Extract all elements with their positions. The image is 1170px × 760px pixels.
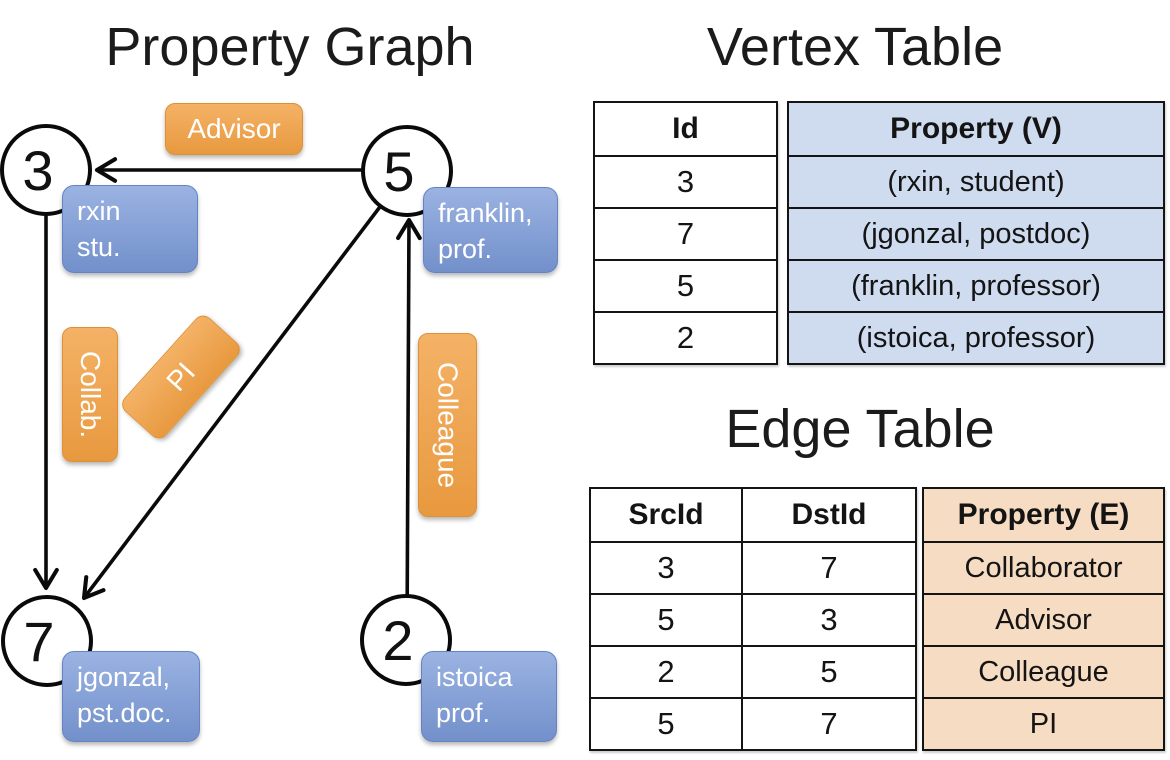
node-id-2: 2 (382, 608, 414, 672)
vertex-prop-box-5: franklin, prof. (423, 187, 558, 273)
vertex-table-property-header: Property (V) (890, 112, 1062, 145)
edge-label-advisor-text: Advisor (187, 113, 281, 144)
vertex-table-property-cell: (franklin, professor) (789, 259, 1163, 311)
vertex-prop-box-2: istoica prof. (421, 651, 557, 742)
edge-table-property-cell: Colleague (924, 645, 1163, 697)
vertex-prop-box-7: jgonzal, pst.doc. (62, 651, 200, 742)
vertex-prop-5-line2: prof. (438, 233, 493, 264)
vertex-prop-3-line1: rxin (77, 196, 121, 226)
edge-table-dstid-cell: 3 (743, 593, 915, 645)
edge-table-column-divider (741, 489, 743, 749)
vertex-table-property-column: Property (V) (rxin, student) (jgonzal, p… (787, 101, 1165, 365)
vertex-table-id-cell: 3 (595, 155, 776, 207)
edge-label-colleague: Colleague (418, 333, 477, 517)
edge-colleague-2-to-5 (396, 217, 422, 641)
vertex-prop-7-line1: jgonzal, (77, 662, 171, 692)
edge-table-property-header: Property (E) (957, 498, 1130, 531)
edge-label-collab: Collab. (62, 327, 118, 462)
edge-table-srcid-cell: 2 (591, 645, 741, 697)
edge-table-srcid-header: SrcId (628, 498, 704, 531)
edge-table-dstid-header: DstId (791, 498, 867, 531)
edge-label-pi: PI (118, 311, 244, 443)
edge-table-title: Edge Table (725, 399, 995, 459)
edge-table-srcid-cell: 5 (591, 697, 741, 749)
edge-label-pi-text: PI (160, 356, 202, 397)
edge-table-dstid-cell: 7 (743, 697, 915, 749)
vertex-table-property-cell: (rxin, student) (789, 155, 1163, 207)
edge-table-dstid-cell: 5 (743, 645, 915, 697)
edge-table-dstid-cell: 7 (743, 541, 915, 593)
node-id-5: 5 (383, 139, 415, 203)
vertex-prop-2-line2: prof. (436, 697, 491, 728)
vertex-table-id-cell: 7 (595, 207, 776, 259)
vertex-prop-2-line1: istoica (436, 662, 513, 692)
edge-label-collab-text: Collab. (75, 350, 106, 439)
vertex-table-id-cell: 2 (595, 311, 776, 363)
edge-table-property-cell: Advisor (924, 593, 1163, 645)
edge-label-advisor: Advisor (165, 103, 303, 155)
vertex-table-property-cell: (jgonzal, postdoc) (789, 207, 1163, 259)
node-id-7: 7 (23, 609, 55, 673)
edge-label-colleague-text: Colleague (432, 361, 464, 489)
vertex-table-id-column: Id 3 7 5 2 (593, 101, 778, 365)
edge-table-srcid-cell: 3 (591, 541, 741, 593)
vertex-table-title: Vertex Table (706, 17, 1004, 77)
vertex-table-id-cell: 5 (595, 259, 776, 311)
vertex-table-property-cell: (istoica, professor) (789, 311, 1163, 363)
edge-table-srcid-column: SrcId 3 5 2 5 (591, 489, 741, 749)
vertex-table-id-header: Id (672, 112, 699, 145)
node-id-3: 3 (22, 138, 54, 202)
edge-table-property-cell: Collaborator (924, 541, 1163, 593)
vertex-prop-5-line1: franklin, (438, 198, 533, 228)
edge-table-property-column: Property (E) Collaborator Advisor Collea… (922, 487, 1165, 751)
edge-table-id-columns: SrcId 3 5 2 5 DstId 7 3 5 7 (589, 487, 917, 751)
edge-table-property-cell: PI (924, 697, 1163, 749)
edge-table-srcid-cell: 5 (591, 593, 741, 645)
vertex-prop-box-3: rxin stu. (62, 185, 198, 273)
vertex-prop-7-line2: pst.doc. (77, 697, 172, 728)
property-graph-title: Property Graph (105, 17, 475, 77)
edge-table-dstid-column: DstId 7 3 5 7 (743, 489, 915, 749)
vertex-prop-3-line2: stu. (77, 231, 121, 262)
